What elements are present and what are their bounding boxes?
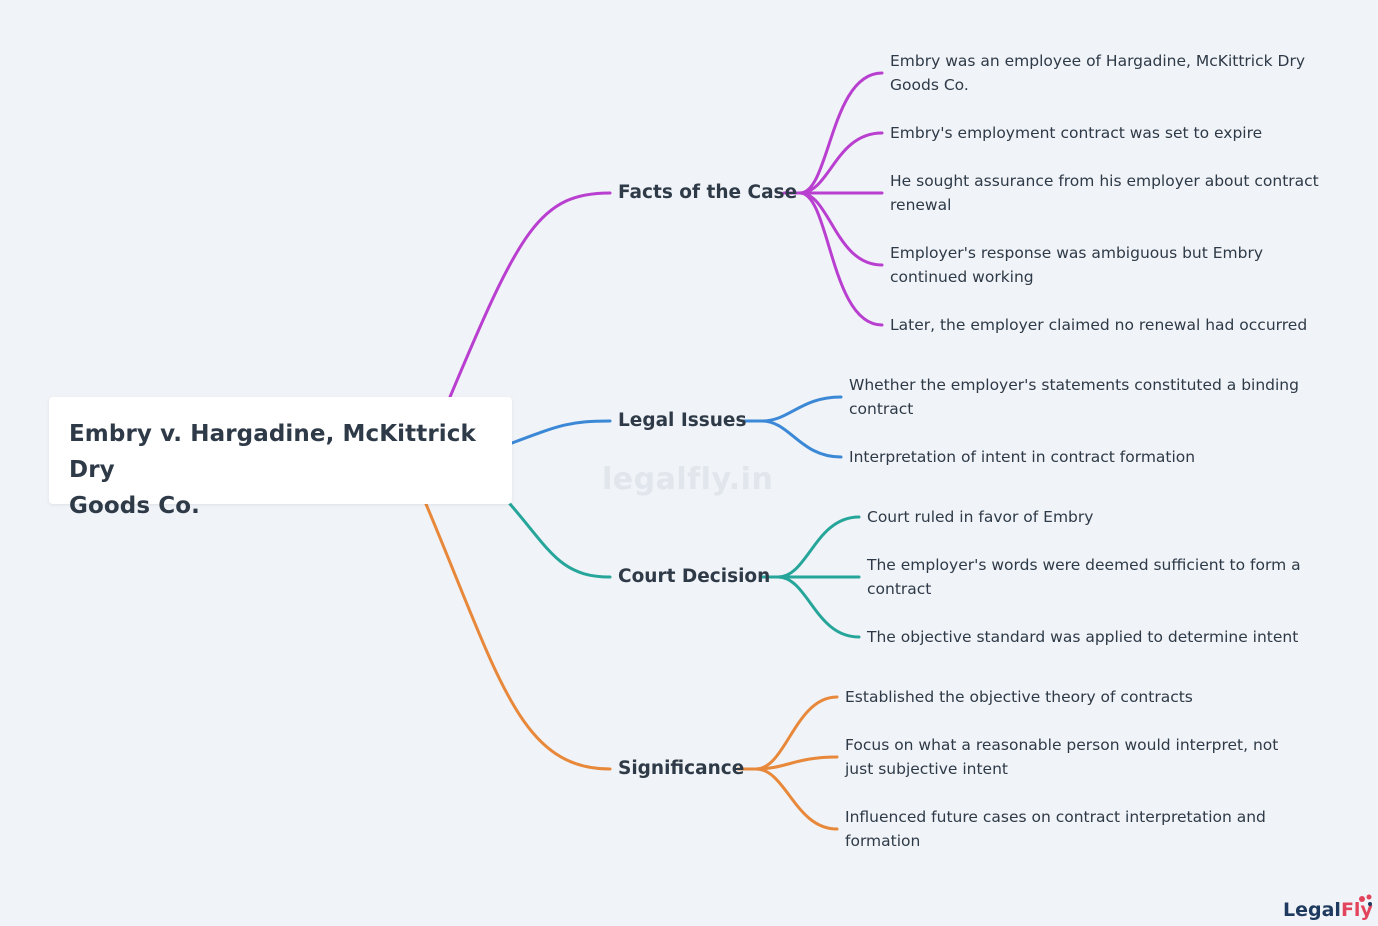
leaf-line: contract <box>849 400 914 418</box>
court-item-1[interactable]: Court ruled in favor of Embry <box>867 505 1093 529</box>
branch-significance[interactable]: Significance <box>618 758 745 779</box>
root-title-line-1: Embry v. Hargadine, McKittrick Dry <box>69 421 476 483</box>
significance-item-3[interactable]: Influenced future cases on contract inte… <box>845 805 1266 853</box>
leaf-line: formation <box>845 832 921 850</box>
connectors-legal <box>742 395 843 459</box>
facts-item-4[interactable]: Employer's response was ambiguous but Em… <box>890 241 1263 289</box>
facts-item-5[interactable]: Later, the employer claimed no renewal h… <box>890 313 1307 337</box>
leaf-line: The employer's words were deemed suffici… <box>867 556 1301 574</box>
facts-item-1[interactable]: Embry was an employee of Hargadine, McKi… <box>890 49 1305 97</box>
root-node[interactable]: Embry v. Hargadine, McKittrick Dry Goods… <box>49 397 512 519</box>
connector-root-legal <box>510 419 612 445</box>
connectors-significance <box>736 695 839 831</box>
branch-facts-of-the-case[interactable]: Facts of the Case <box>618 182 798 203</box>
connector-root-significance <box>424 502 612 771</box>
logo-text-legal: Legal <box>1283 899 1341 921</box>
court-item-3[interactable]: The objective standard was applied to de… <box>867 625 1298 649</box>
legalfly-logo: LegalFly <box>1283 897 1373 923</box>
significance-item-2[interactable]: Focus on what a reasonable person would … <box>845 733 1278 781</box>
sparkle-icon <box>1359 894 1372 906</box>
leaf-line: continued working <box>890 268 1034 286</box>
facts-item-3[interactable]: He sought assurance from his employer ab… <box>890 169 1319 217</box>
leaf-line: Interpretation of intent in contract for… <box>849 448 1196 466</box>
significance-item-1[interactable]: Established the objective theory of cont… <box>845 685 1193 709</box>
facts-item-2[interactable]: Embry's employment contract was set to e… <box>890 121 1262 145</box>
leaf-line: Established the objective theory of cont… <box>845 688 1193 706</box>
leaf-line: Focus on what a reasonable person would … <box>845 736 1279 754</box>
watermark-text: legalfly.in <box>602 462 774 497</box>
leaf-line: Employer's response was ambiguous but Em… <box>890 244 1264 262</box>
branch-court-decision[interactable]: Court Decision <box>618 566 771 587</box>
root-title-line-2: Goods Co. <box>69 493 200 519</box>
connector-root-court <box>508 502 612 579</box>
connectors-facts <box>782 71 884 327</box>
leaf-line: Influenced future cases on contract inte… <box>845 808 1266 826</box>
leaf-line: Whether the employer's statements consti… <box>849 376 1299 394</box>
leaf-line: The objective standard was applied to de… <box>867 628 1299 646</box>
leaf-line: Later, the employer claimed no renewal h… <box>890 316 1308 334</box>
leaf-line: Goods Co. <box>890 76 969 94</box>
logo-text-fly: Fly <box>1340 899 1373 921</box>
connector-root-facts <box>448 191 612 399</box>
leaf-line: just subjective intent <box>845 760 1008 778</box>
legal-item-1[interactable]: Whether the employer's statements consti… <box>849 373 1299 421</box>
branch-legal-issues[interactable]: Legal Issues <box>618 410 747 431</box>
leaf-line: contract <box>867 580 932 598</box>
leaf-line: Embry's employment contract was set to e… <box>890 124 1263 142</box>
leaf-line: Embry was an employee of Hargadine, McKi… <box>890 52 1305 70</box>
leaf-line: Court ruled in favor of Embry <box>867 508 1094 526</box>
connectors-court <box>759 515 861 639</box>
leaf-line: He sought assurance from his employer ab… <box>890 172 1319 190</box>
legal-item-2[interactable]: Interpretation of intent in contract for… <box>849 445 1195 469</box>
court-item-2[interactable]: The employer's words were deemed suffici… <box>867 553 1301 601</box>
leaf-line: renewal <box>890 196 952 214</box>
